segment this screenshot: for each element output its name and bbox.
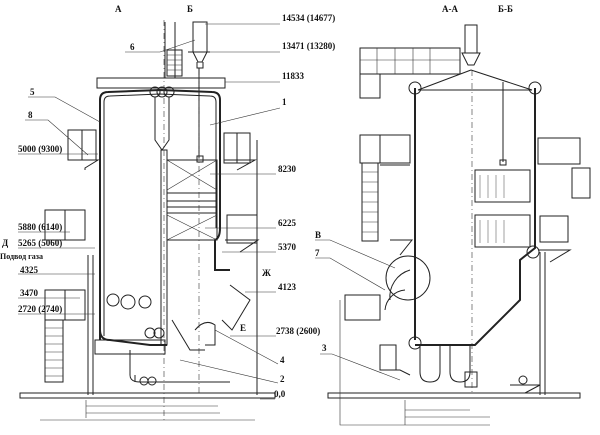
top-beam <box>96 77 226 89</box>
elevation-8230: 8230 <box>278 164 297 174</box>
callout-1: 1 <box>282 97 287 107</box>
elevation-6225: 6225 <box>278 218 297 228</box>
furnace-wall <box>99 88 230 340</box>
right-view <box>315 24 591 426</box>
callout-5: 5 <box>30 87 35 97</box>
section-mark-a: А <box>115 4 122 14</box>
callout-7: 7 <box>315 248 320 258</box>
section-aa-title: А-А <box>442 4 458 14</box>
mark-zh: Ж <box>262 268 271 278</box>
elevation-3470: 3470 <box>20 288 39 298</box>
elevation-13471: 13471 (13280) <box>282 41 335 51</box>
callout-v: В <box>315 230 321 240</box>
elevation-2720: 2720 (2740) <box>18 304 62 314</box>
left-view <box>18 20 281 421</box>
detail-v-circle <box>385 255 431 301</box>
elevation-0: 0,0 <box>274 389 286 399</box>
section-bb-title: Б-Б <box>498 4 513 14</box>
ground-line <box>19 392 276 399</box>
gas-mark: Д <box>2 238 9 248</box>
section-mark-b: Б <box>187 4 193 14</box>
callout-3: 3 <box>322 343 327 353</box>
callout-6: 6 <box>130 42 135 52</box>
elevation-2738: 2738 (2600) <box>276 326 320 336</box>
callout-4: 4 <box>280 355 285 365</box>
elevation-14534: 14534 (14677) <box>282 13 335 23</box>
callout-8: 8 <box>28 110 33 120</box>
elevation-4325: 4325 <box>20 265 39 275</box>
elevation-5265: 5265 (5060) <box>18 238 62 248</box>
gas-inlet-label: Подвод газа <box>0 252 43 261</box>
fuel-hopper <box>192 21 208 53</box>
elevation-5370: 5370 <box>278 242 297 252</box>
elevation-4123: 4123 <box>278 282 297 292</box>
elevation-11833: 11833 <box>282 71 305 81</box>
elevation-9300: 5000 (9300) <box>18 144 62 154</box>
callout-2: 2 <box>280 374 285 384</box>
mark-e: Е <box>240 323 246 333</box>
elevation-5880: 5880 (6140) <box>18 222 62 232</box>
